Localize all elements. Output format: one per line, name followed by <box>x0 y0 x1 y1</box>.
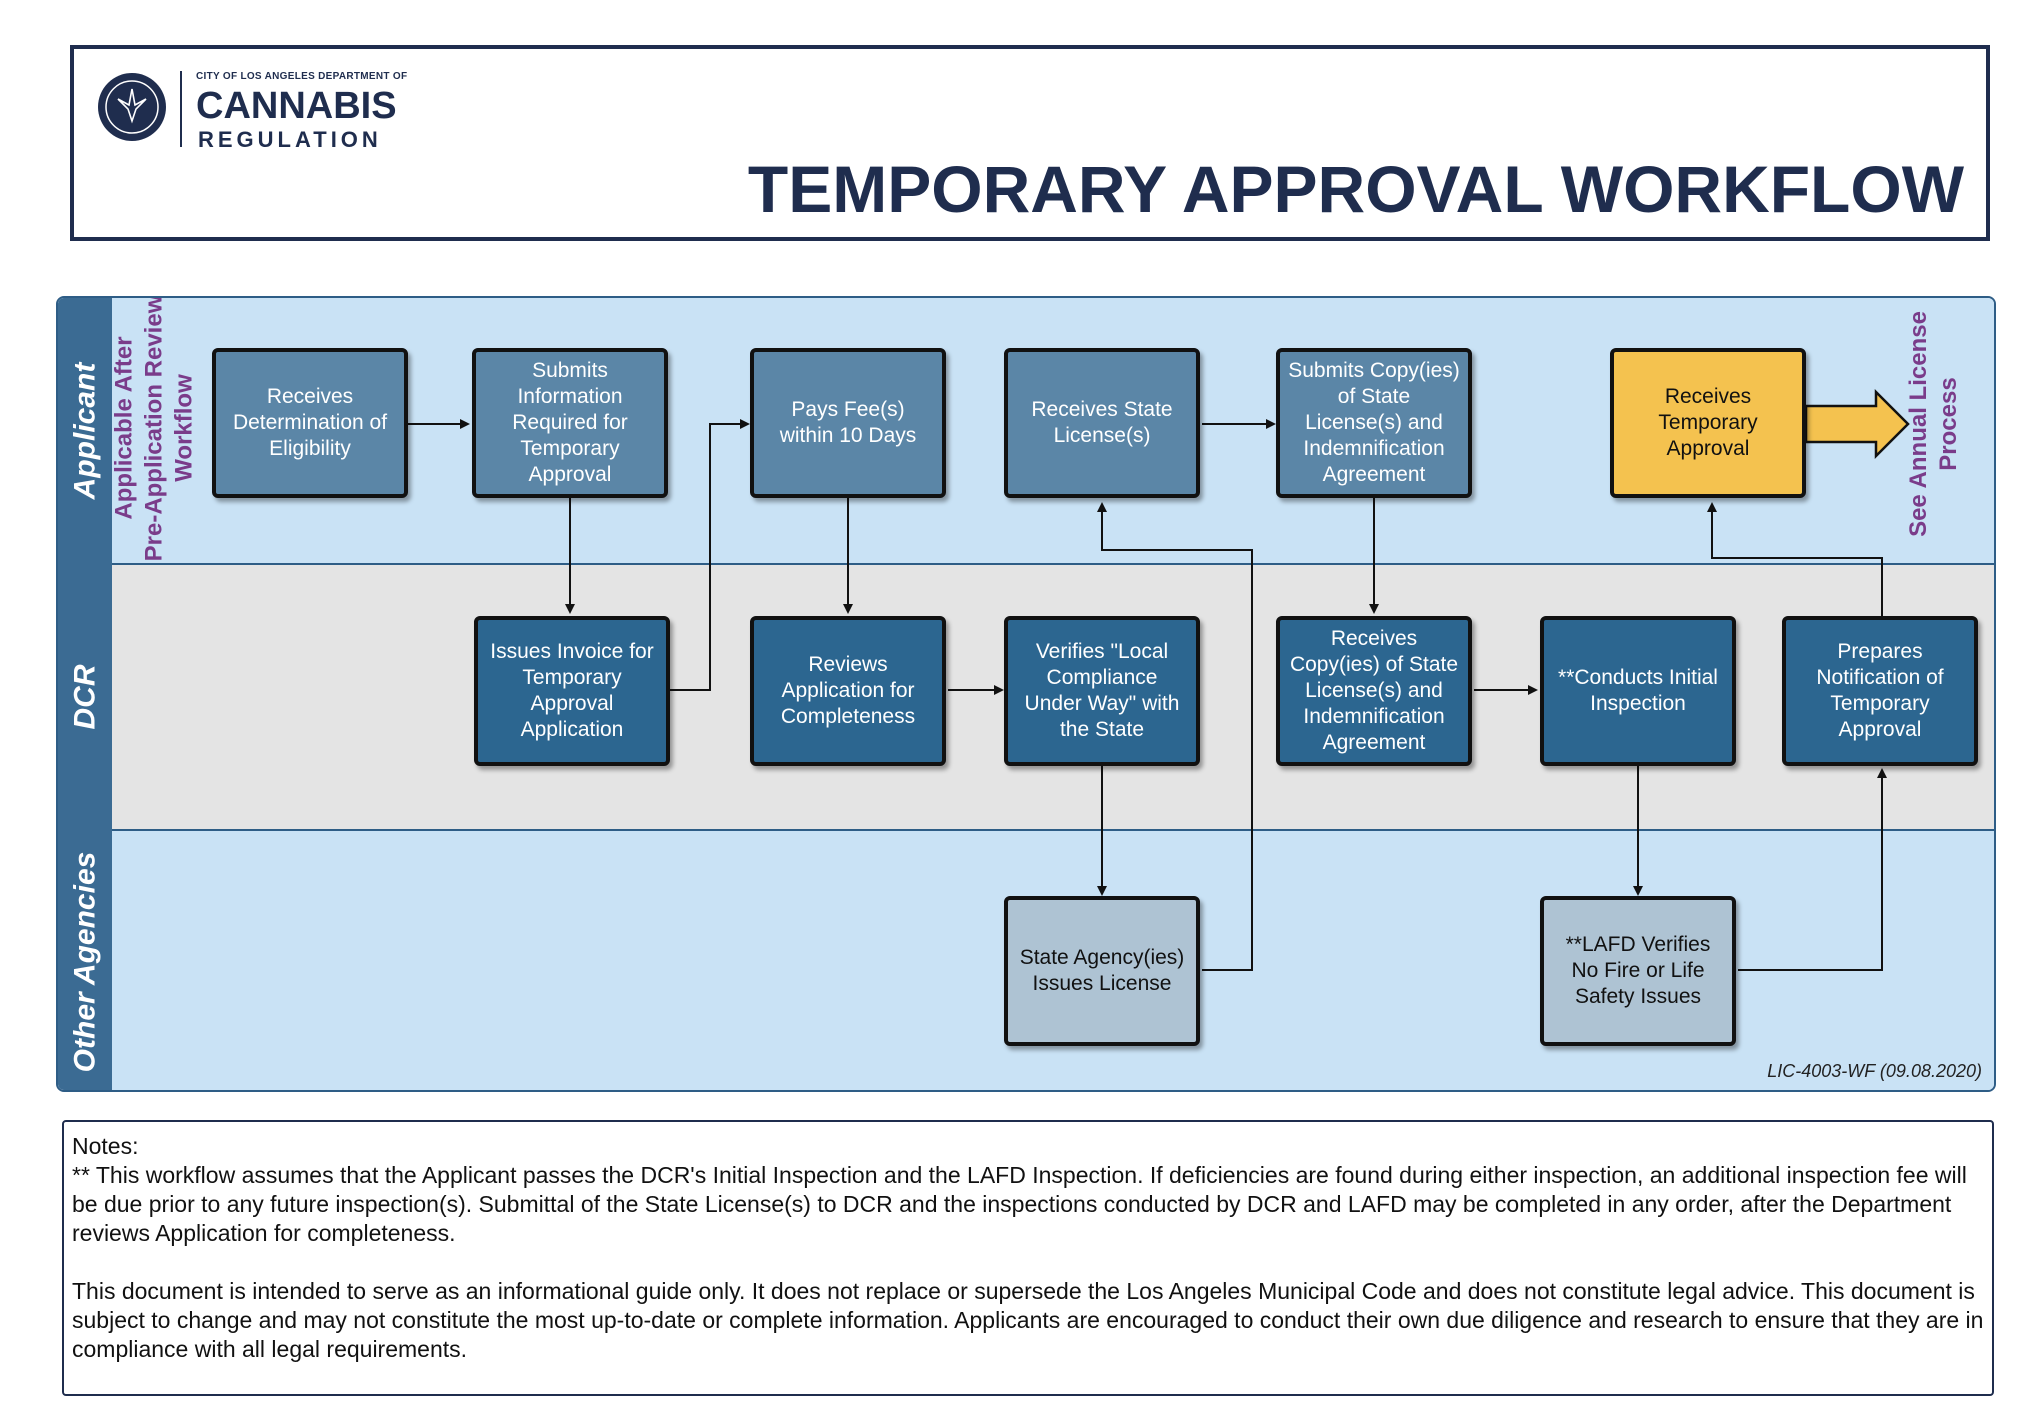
step-issues-invoice: Issues Invoice for Temporary Approval Ap… <box>474 616 670 766</box>
annual-process-arrow-icon <box>1804 388 1910 460</box>
step-pays-fees: Pays Fee(s) within 10 Days <box>750 348 946 498</box>
arrow-d1-a3 <box>670 419 750 691</box>
arrow-o2-d6 <box>1738 768 1887 971</box>
step-conducts-initial-inspection: **Conducts Initial Inspection <box>1540 616 1736 766</box>
logo-department-text: CITY OF LOS ANGELES DEPARTMENT OF <box>196 71 408 82</box>
step-submits-information: Submits Information Required for Tempora… <box>472 348 668 498</box>
logo-cannabis-text: CANNABIS <box>196 85 397 127</box>
step-prepares-notification: Prepares Notification of Temporary Appro… <box>1782 616 1978 766</box>
arrow-d6-a6 <box>1707 502 1883 616</box>
notes-inspection-text: ** This workflow assumes that the Applic… <box>72 1162 1967 1246</box>
header-box: CITY OF LOS ANGELES DEPARTMENT OF CANNAB… <box>70 45 1990 241</box>
document-code: LIC-4003-WF (09.08.2020) <box>1767 1061 1982 1081</box>
logo-divider <box>180 71 182 147</box>
step-verifies-local-compliance: Verifies "Local Compliance Under Way" wi… <box>1004 616 1200 766</box>
dcr-seal-icon <box>98 73 166 141</box>
step-receives-temporary-approval: Receives Temporary Approval <box>1610 348 1806 498</box>
notes-disclaimer-text: This document is intended to serve as an… <box>72 1278 1984 1362</box>
step-receives-state-license: Receives State License(s) <box>1004 348 1200 498</box>
notes-heading: Notes: <box>72 1133 139 1159</box>
step-receives-state-license-copy: Receives Copy(ies) of State License(s) a… <box>1276 616 1472 766</box>
pre-application-note: Applicable After Pre-Application Review … <box>110 296 198 562</box>
workflow-diagram: Applicant DCR Other Agencies <box>56 296 1996 1092</box>
step-state-agency-issues-license: State Agency(ies) Issues License <box>1004 896 1200 1046</box>
connectors <box>112 388 1994 971</box>
arrow-o1-a4 <box>1097 502 1253 971</box>
step-receives-determination: Receives Determination of Eligibility <box>212 348 408 498</box>
step-reviews-application: Reviews Application for Completeness <box>750 616 946 766</box>
notes-box: Notes: ** This workflow assumes that the… <box>62 1120 1994 1396</box>
logo-regulation-text: REGULATION <box>198 127 382 152</box>
page-title: TEMPORARY APPROVAL WORKFLOW <box>747 152 1964 226</box>
annual-license-note: See Annual License Process <box>1905 311 1963 537</box>
step-lafd-verifies: **LAFD Verifies No Fire or Life Safety I… <box>1540 896 1736 1046</box>
step-submits-state-license-copy: Submits Copy(ies) of State License(s) an… <box>1276 348 1472 498</box>
